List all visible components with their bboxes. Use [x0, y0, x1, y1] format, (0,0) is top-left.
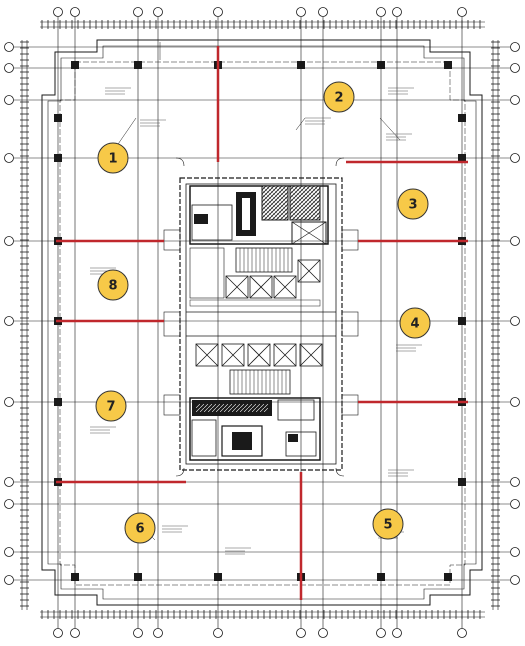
grid-bubble-top	[153, 7, 163, 17]
zone-marker-circle	[397, 188, 429, 220]
zone-markers: 1 2 3 4 5 6 7 8	[95, 81, 431, 544]
grid-bubble-top	[213, 7, 223, 17]
grid-bubble-top	[296, 7, 306, 17]
column	[458, 317, 466, 325]
column	[71, 573, 79, 581]
zone-marker-6: 6	[124, 512, 156, 544]
grid-bubble-top	[457, 7, 467, 17]
grid-bubble-bottom	[133, 628, 143, 638]
grid-bubble-right	[510, 316, 520, 326]
grid-bubbles	[4, 7, 520, 638]
zone-number: 1	[108, 152, 117, 167]
column	[214, 573, 222, 581]
zone-marker-circle	[323, 81, 355, 113]
grid-bubble-left	[4, 42, 14, 52]
zone-marker-circle	[95, 390, 127, 422]
grid-bubble-top	[376, 7, 386, 17]
grid-bubble-left	[4, 316, 14, 326]
grid-bubble-left	[4, 499, 14, 509]
grid-bubble-top	[318, 7, 328, 17]
column	[377, 61, 385, 69]
grid-bubble-left	[4, 397, 14, 407]
zone-marker-4: 4	[399, 307, 431, 339]
dimension-ticks	[20, 20, 500, 619]
column	[54, 398, 62, 406]
column	[54, 154, 62, 162]
column	[444, 61, 452, 69]
grid-bubble-top	[53, 7, 63, 17]
zone-marker-circle	[124, 512, 156, 544]
grid-bubble-bottom	[53, 628, 63, 638]
column	[444, 573, 452, 581]
grid-bubble-right	[510, 42, 520, 52]
grid-bubble-left	[4, 63, 14, 73]
zone-marker-2: 2	[323, 81, 355, 113]
column	[458, 154, 466, 162]
grid-bubble-bottom	[296, 628, 306, 638]
building-core	[163, 157, 359, 477]
grid-bubble-left	[4, 236, 14, 246]
slab-edge	[41, 39, 483, 606]
hatched-riser-a	[261, 185, 289, 221]
grid-lines	[14, 17, 510, 628]
column	[458, 114, 466, 122]
grid-bubble-right	[510, 397, 520, 407]
upper-service-block	[189, 185, 329, 245]
grid-bubble-right	[510, 95, 520, 105]
column	[458, 478, 466, 486]
grid-bubble-bottom	[392, 628, 402, 638]
lift-bank-lower	[195, 343, 323, 367]
grid-bubble-top	[392, 7, 402, 17]
grid-bubble-left	[4, 575, 14, 585]
zone-marker-1: 1	[97, 142, 129, 174]
grid-bubble-top	[133, 7, 143, 17]
zone-number: 2	[334, 91, 343, 106]
grid-bubble-bottom	[457, 628, 467, 638]
grid-bubble-left	[4, 547, 14, 557]
stair-lower	[229, 369, 291, 395]
tenant-partitions	[56, 46, 468, 600]
zone-marker-circle	[97, 269, 129, 301]
zone-number: 6	[135, 522, 144, 537]
grid-bubble-right	[510, 575, 520, 585]
column	[54, 114, 62, 122]
grid-bubble-right	[510, 499, 520, 509]
zone-number: 7	[106, 400, 115, 415]
hatched-riser-b	[289, 185, 321, 221]
grid-bubble-top	[70, 7, 80, 17]
grid-bubble-bottom	[153, 628, 163, 638]
column	[134, 61, 142, 69]
grid-bubble-left	[4, 477, 14, 487]
grid-bubble-bottom	[318, 628, 328, 638]
zone-marker-3: 3	[397, 188, 429, 220]
column	[297, 61, 305, 69]
grid-bubble-right	[510, 153, 520, 163]
zone-marker-circle	[372, 508, 404, 540]
grid-bubble-bottom	[70, 628, 80, 638]
zone-marker-5: 5	[372, 508, 404, 540]
grid-bubble-right	[510, 477, 520, 487]
zone-marker-circle	[97, 142, 129, 174]
grid-bubble-right	[510, 63, 520, 73]
zone-number: 4	[410, 317, 419, 332]
lower-service-block	[189, 397, 321, 461]
zone-marker-7: 7	[95, 390, 127, 422]
zone-marker-8: 8	[97, 269, 129, 301]
grid-bubble-left	[4, 153, 14, 163]
grid-bubble-bottom	[213, 628, 223, 638]
zone-number: 5	[383, 518, 392, 533]
column	[71, 61, 79, 69]
column	[134, 573, 142, 581]
grid-bubble-right	[510, 547, 520, 557]
grid-bubble-left	[4, 95, 14, 105]
lift-bank-upper	[225, 259, 321, 299]
zone-number: 8	[108, 279, 117, 294]
zone-number: 3	[408, 198, 417, 213]
grid-bubble-bottom	[376, 628, 386, 638]
column	[377, 573, 385, 581]
grid-bubble-right	[510, 236, 520, 246]
zone-marker-circle	[399, 307, 431, 339]
